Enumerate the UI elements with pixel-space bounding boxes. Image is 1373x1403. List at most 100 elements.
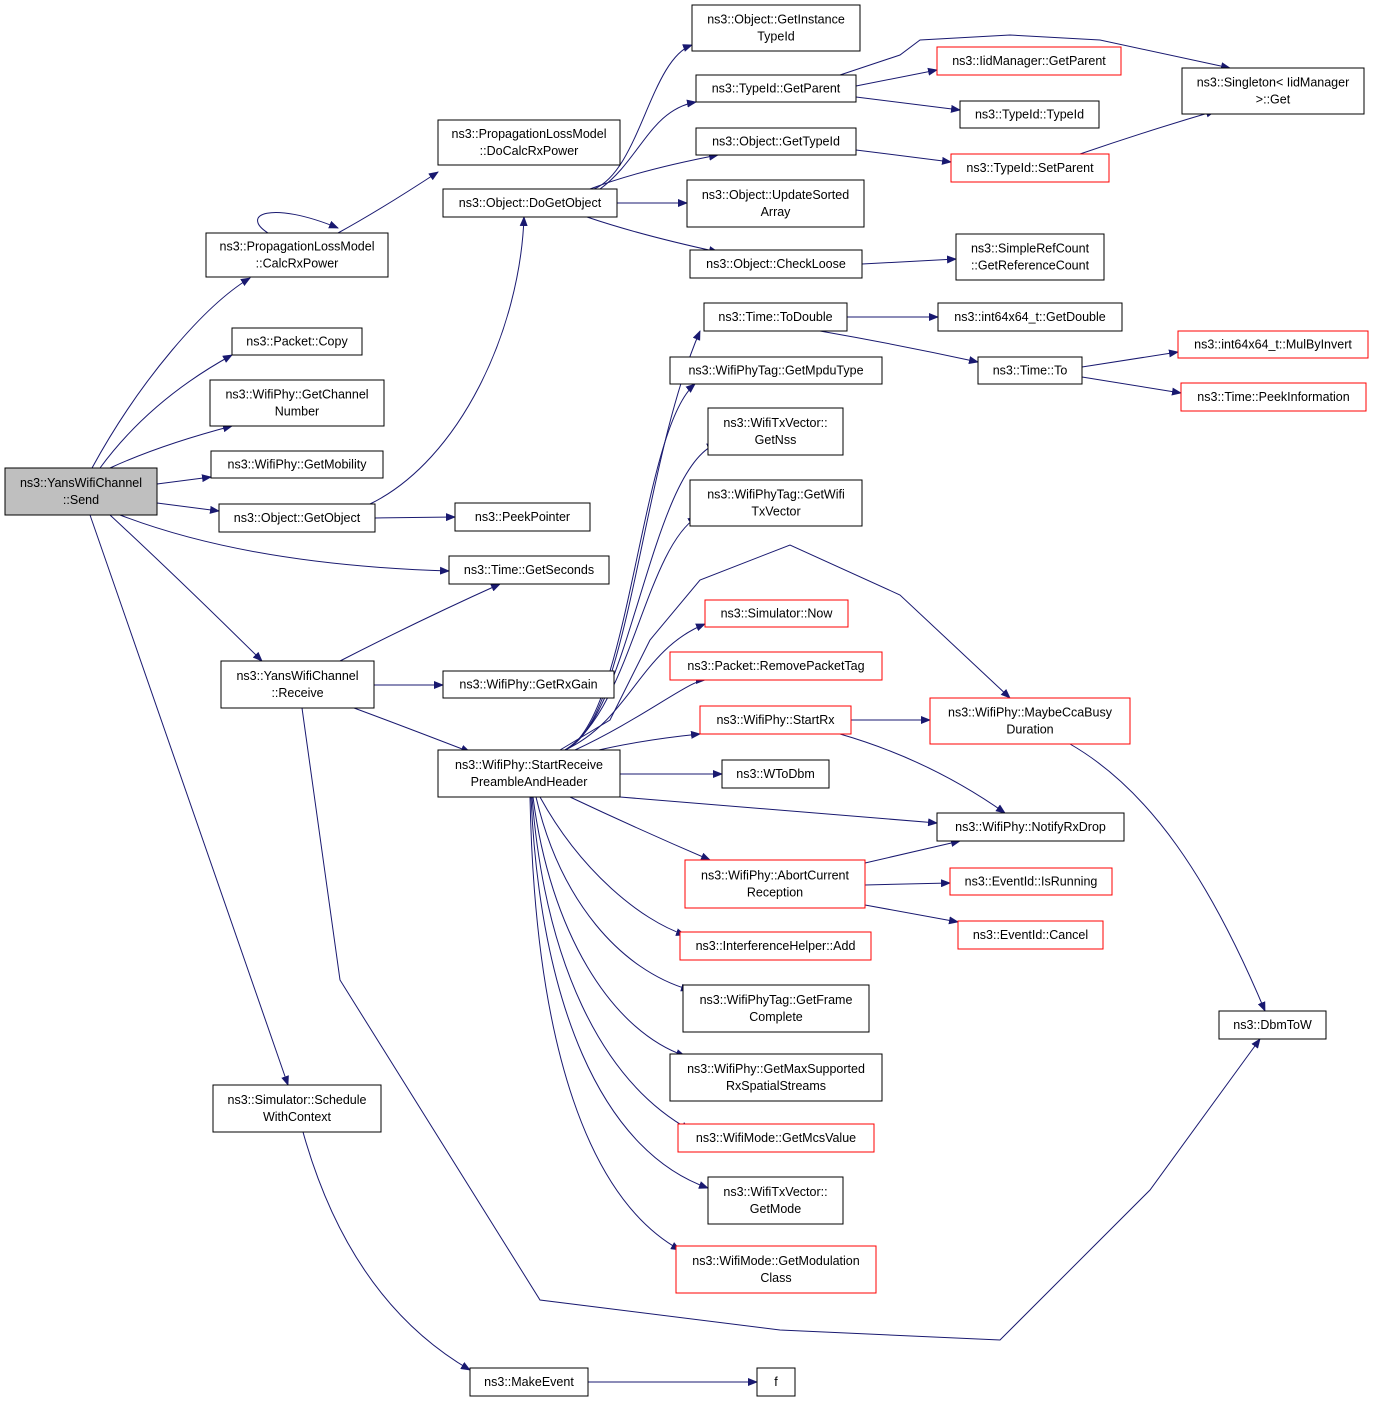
node-label: ns3::TypeId::GetParent	[712, 82, 841, 96]
node-box	[679, 931, 872, 961]
node-getMob[interactable]: ns3::WifiPhy::GetMobility	[210, 450, 384, 479]
call-edge	[559, 544, 1011, 751]
node-maxSpatial[interactable]: ns3::WifiPhy::GetMaxSupportedRxSpatialSt…	[669, 1053, 883, 1102]
node-box	[1180, 382, 1367, 412]
call-edge	[301, 707, 1261, 1341]
node-box	[704, 599, 849, 628]
call-edge	[337, 171, 439, 234]
call-edge	[339, 583, 501, 662]
node-removeTag[interactable]: ns3::Packet::RemovePacketTag	[669, 651, 883, 681]
call-edge	[109, 514, 263, 662]
node-mulInv[interactable]: ns3::int64x64_t::MulByInvert	[1177, 330, 1369, 359]
call-edge	[855, 96, 961, 113]
node-calcrx[interactable]: ns3::PropagationLossModel::CalcRxPower	[205, 232, 389, 278]
node-label: ns3::WifiPhy::MaybeCcaBusy	[948, 706, 1113, 720]
node-label: GetMode	[750, 1202, 801, 1216]
node-label: ns3::WifiPhy::GetRxGain	[459, 678, 597, 692]
node-receive[interactable]: ns3::YansWifiChannel::Receive	[220, 660, 375, 709]
node-box	[220, 660, 375, 709]
node-dbmToW[interactable]: ns3::DbmToW	[1218, 1010, 1327, 1040]
node-getSec[interactable]: ns3::Time::GetSeconds	[448, 555, 610, 585]
node-box	[448, 555, 610, 585]
node-label: GetNss	[755, 433, 797, 447]
node-cancel[interactable]: ns3::EventId::Cancel	[957, 920, 1104, 950]
node-label: ns3::WifiPhyTag::GetFrame	[700, 993, 853, 1007]
node-wToDbm[interactable]: ns3::WToDbm	[721, 759, 830, 789]
node-label: f	[774, 1375, 778, 1389]
node-label: ns3::Time::PeekInformation	[1197, 390, 1349, 404]
node-send[interactable]: ns3::YansWifiChannel::Send	[4, 467, 158, 516]
node-copy[interactable]: ns3::Packet::Copy	[231, 327, 363, 356]
node-label: ns3::SimpleRefCount	[971, 242, 1090, 256]
call-edge	[1079, 109, 1216, 155]
node-label: PreambleAndHeader	[471, 775, 588, 789]
node-mpdu[interactable]: ns3::WifiPhyTag::GetMpduType	[669, 356, 883, 385]
call-edge	[532, 796, 686, 1057]
node-simNow[interactable]: ns3::Simulator::Now	[704, 599, 849, 628]
node-box	[950, 153, 1110, 183]
node-box	[210, 450, 384, 479]
node-label: ::CalcRxPower	[256, 257, 339, 271]
node-toDouble[interactable]: ns3::Time::ToDouble	[703, 302, 848, 332]
call-edge	[564, 623, 706, 751]
node-makeEvent[interactable]: ns3::MakeEvent	[469, 1367, 589, 1397]
node-box	[437, 749, 621, 798]
node-doCalc[interactable]: ns3::PropagationLossModel::DoCalcRxPower	[437, 119, 621, 166]
node-doGetObj[interactable]: ns3::Object::DoGetObject	[442, 188, 618, 218]
call-edge	[586, 216, 719, 254]
node-interfAdd[interactable]: ns3::InterferenceHelper::Add	[679, 931, 872, 961]
node-box	[949, 867, 1113, 896]
node-timeTo[interactable]: ns3::Time::To	[977, 356, 1083, 385]
node-getObj[interactable]: ns3::Object::GetObject	[218, 503, 376, 533]
node-getNss[interactable]: ns3::WifiTxVector::GetNss	[707, 407, 844, 456]
call-edge	[1069, 743, 1266, 1012]
node-intGetDouble[interactable]: ns3::int64x64_t::GetDouble	[937, 302, 1123, 332]
node-rxGain[interactable]: ns3::WifiPhy::GetRxGain	[442, 670, 615, 699]
node-isRunning[interactable]: ns3::EventId::IsRunning	[949, 867, 1113, 896]
node-label: Array	[761, 205, 792, 219]
node-box	[707, 1176, 844, 1225]
node-f[interactable]: f	[756, 1367, 796, 1397]
edges	[89, 34, 1266, 1386]
node-iidParent[interactable]: ns3::IidManager::GetParent	[936, 46, 1122, 76]
call-edge	[156, 474, 212, 485]
node-peek[interactable]: ns3::PeekPointer	[454, 502, 591, 532]
node-box	[437, 119, 621, 166]
node-label: ns3::Singleton< IidManager	[1197, 76, 1350, 90]
node-peekInfo[interactable]: ns3::Time::PeekInformation	[1180, 382, 1367, 412]
node-getMode[interactable]: ns3::WifiTxVector::GetMode	[707, 1176, 844, 1225]
node-refCount[interactable]: ns3::SimpleRefCount::GetReferenceCount	[955, 233, 1105, 281]
node-notifyDrop[interactable]: ns3::WifiPhy::NotifyRxDrop	[936, 812, 1125, 842]
node-box	[689, 479, 863, 527]
call-edge	[529, 796, 681, 1251]
node-setParent[interactable]: ns3::TypeId::SetParent	[950, 153, 1110, 183]
call-edge	[855, 149, 952, 165]
node-tidTid[interactable]: ns3::TypeId::TypeId	[959, 100, 1100, 129]
node-checkLoose[interactable]: ns3::Object::CheckLoose	[689, 249, 863, 279]
node-label: ::Send	[63, 493, 99, 507]
call-edge	[257, 212, 339, 234]
node-label: >::Get	[1256, 93, 1291, 107]
node-mcsValue[interactable]: ns3::WifiMode::GetMcsValue	[677, 1123, 875, 1153]
call-edge	[589, 152, 719, 190]
node-box	[936, 46, 1122, 76]
node-tidParent[interactable]: ns3::TypeId::GetParent	[695, 74, 857, 103]
node-label: ns3::Time::ToDouble	[718, 310, 832, 324]
node-label: ns3::Object::UpdateSorted	[702, 188, 849, 202]
node-startRx[interactable]: ns3::WifiPhy::StartRx	[699, 705, 852, 735]
call-edge	[109, 424, 233, 469]
node-objTid[interactable]: ns3::Object::GetTypeId	[695, 127, 857, 156]
node-startRecv[interactable]: ns3::WifiPhy::StartReceivePreambleAndHea…	[437, 749, 621, 798]
node-singleton[interactable]: ns3::Singleton< IidManager >::Get	[1181, 67, 1365, 115]
node-box	[689, 249, 863, 279]
